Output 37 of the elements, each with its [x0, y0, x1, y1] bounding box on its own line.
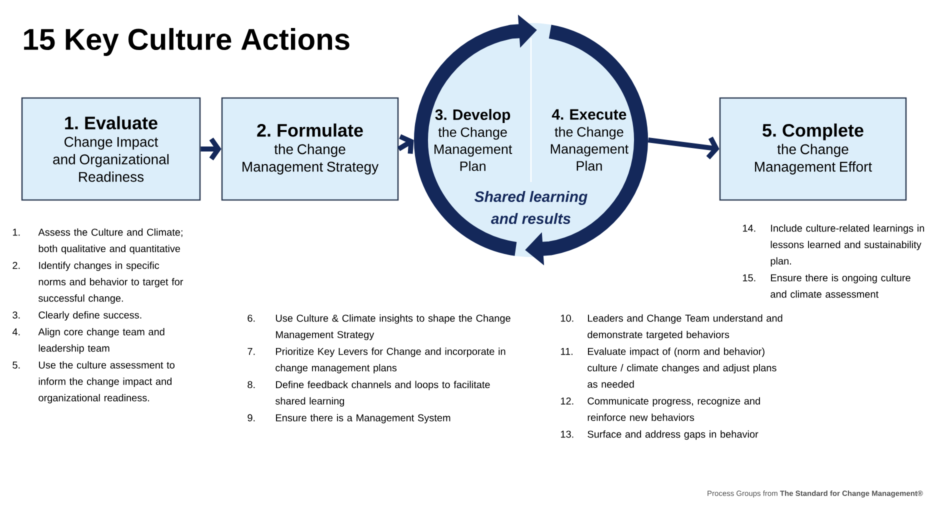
stage-label: 3. Develop the Change Management Plan [434, 109, 512, 171]
list-number: 15. [742, 274, 756, 282]
list-item: Surface and address gaps in behavior [588, 430, 758, 440]
list-item: Assess the Culture and Climate; both qualitative and quantitative [38, 228, 182, 254]
list-item: Ensure there is ongoing culture and climate assessment [770, 274, 910, 298]
list-item: Use Culture & Climate insights to shape the Change Management Strategy [276, 314, 510, 340]
list-item: Define feedback channels and loops to facilitate shared learning [276, 380, 490, 407]
list-item: Align core change team and leadership team [38, 328, 164, 354]
list-number: 14. [742, 224, 756, 232]
list-number: 5. [12, 362, 20, 369]
list-number: 13. [560, 430, 574, 438]
list-item: Communicate progress, recognize and reinforce new behaviors [588, 397, 760, 421]
list-number: 3. [12, 312, 20, 319]
process-box: 2. Formulate the Change Management Strategy [221, 97, 399, 201]
list-item: Use the culture assessment to inform the change impact and organizational readiness. [38, 361, 174, 404]
list-number: 1. [12, 228, 20, 236]
list-number: 2. [12, 262, 20, 269]
list-number: 10. [560, 314, 574, 322]
title: 15 Key Culture Actions [24, 28, 350, 56]
list-number: 9. [248, 414, 255, 422]
list-item: Ensure there is a Management System [276, 414, 450, 424]
list-number: 12. [560, 398, 574, 404]
chevron-arrow [648, 136, 720, 160]
list-number: 7. [248, 348, 255, 355]
list-item: Identify changes in specific norms and behavior to target for successful change. [38, 262, 184, 304]
list-item: Prioritize Key Levers for Change and incorporate in change management plans [276, 348, 506, 374]
list-item: Clearly define success. [38, 311, 142, 321]
list-item: Evaluate impact of (norm and behavior) culture / climate changes and adjust plans as needed [588, 348, 776, 388]
list-item: Include culture-related learnings in lessons learned and sustainability plan. [770, 224, 924, 267]
process-box: 5. Complete the Change Management Effort [719, 97, 907, 201]
list-item: Leaders and Change Team understand and demonstrate targeted behaviors [588, 314, 782, 340]
process-box: 1. Evaluate Change Impact and Organizational Readiness [21, 97, 201, 201]
list-number: 4. [12, 328, 20, 336]
list-number: 8. [248, 381, 255, 388]
list-number: 6. [248, 314, 255, 322]
stage-label: 4. Execute the Change Management Plan [550, 109, 628, 171]
list-number: 11. [560, 348, 572, 355]
